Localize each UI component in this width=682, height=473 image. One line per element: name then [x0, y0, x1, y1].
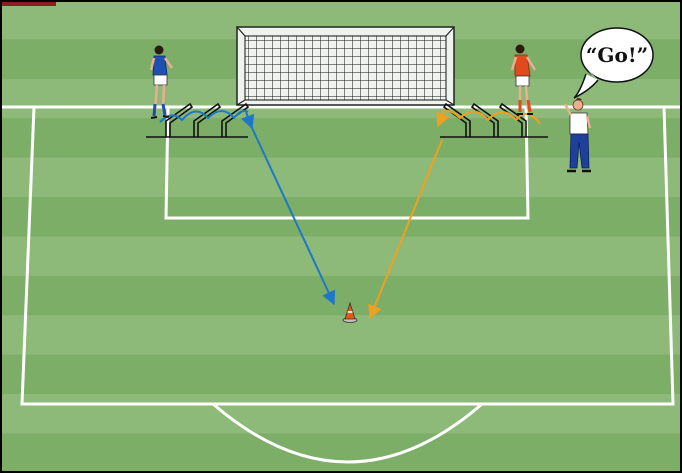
grass-stripe	[0, 158, 682, 198]
speech-text: “Go!”	[586, 43, 648, 67]
grass-stripe	[0, 394, 682, 434]
grass-stripe	[0, 433, 682, 473]
goal-with-net	[237, 27, 454, 105]
grass-stripe	[0, 355, 682, 395]
grass-stripe	[0, 236, 682, 276]
grass-stripe	[0, 276, 682, 316]
grass-stripe	[0, 315, 682, 355]
